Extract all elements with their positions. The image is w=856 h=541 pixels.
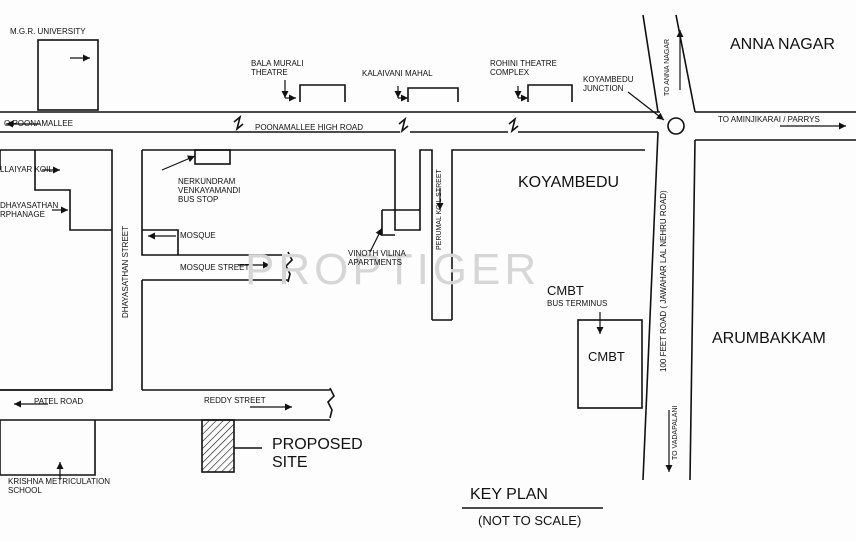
poonamallee-direction-label: O POONAMALLEE: [4, 119, 73, 128]
cmbt-box-label: CMBT: [588, 349, 625, 364]
hundred-feet-road-east-edge: [675, 14, 696, 113]
kalaivani-label: KALAIVANI MAHAL: [362, 69, 433, 78]
cmbt-label: CMBT: [547, 283, 584, 298]
mgr-university-label: M.G.R. UNIVERSITY: [10, 27, 86, 36]
key-plan-subtitle: (NOT TO SCALE): [478, 513, 582, 528]
watermark: PROPTIGER: [245, 245, 541, 294]
perumal-koil-street-label: PERUMAL KOIL STREET: [436, 169, 443, 250]
poonamallee-high-road-label: POONAMALLEE HIGH ROAD: [255, 123, 364, 132]
hundred-feet-road-label: 100 FEET ROAD ( JAWAHAR LAL NEHRU ROAD): [659, 190, 668, 372]
cmbt-box: [577, 319, 643, 409]
koyambedu-label: KOYAMBEDU: [518, 174, 620, 191]
key-plan-title: KEY PLAN: [470, 486, 548, 503]
mosque-street-label: MOSQUE STREET: [180, 263, 250, 272]
hundred-feet-road-west-edge: [642, 14, 659, 113]
proposed-site-box: [201, 419, 235, 473]
to-aminjikarai-label: TO AMINJIKARAI / PARRYS: [718, 115, 820, 124]
anna-nagar-label: ANNA NAGAR: [730, 36, 835, 53]
arumbakkam-label: ARUMBAKKAM: [712, 330, 826, 347]
mosque-label: MOSQUE: [180, 231, 216, 240]
to-vadapalani-label: TO VADAPALANI: [672, 405, 679, 460]
patel-road-label: PATEL ROAD: [34, 397, 84, 406]
to-anna-nagar-label: TO ANNA NAGAR: [664, 38, 671, 96]
reddy-street-label: REDDY STREET: [204, 396, 266, 405]
bus-terminus-label: BUS TERMINUS: [547, 299, 608, 308]
mgr-university-box: [37, 39, 99, 111]
dhayasathan-street-label: DHAYASATHAN STREET: [121, 225, 130, 318]
junction-circle: [667, 117, 685, 135]
pillaiyar-koil-label: LLAIYAR KOIL: [0, 165, 53, 174]
